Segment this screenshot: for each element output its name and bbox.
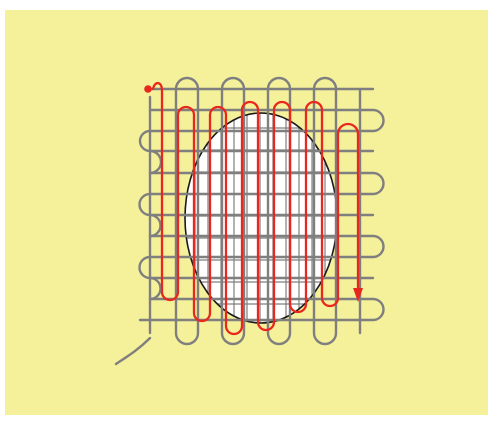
start-point-dot (144, 85, 152, 93)
